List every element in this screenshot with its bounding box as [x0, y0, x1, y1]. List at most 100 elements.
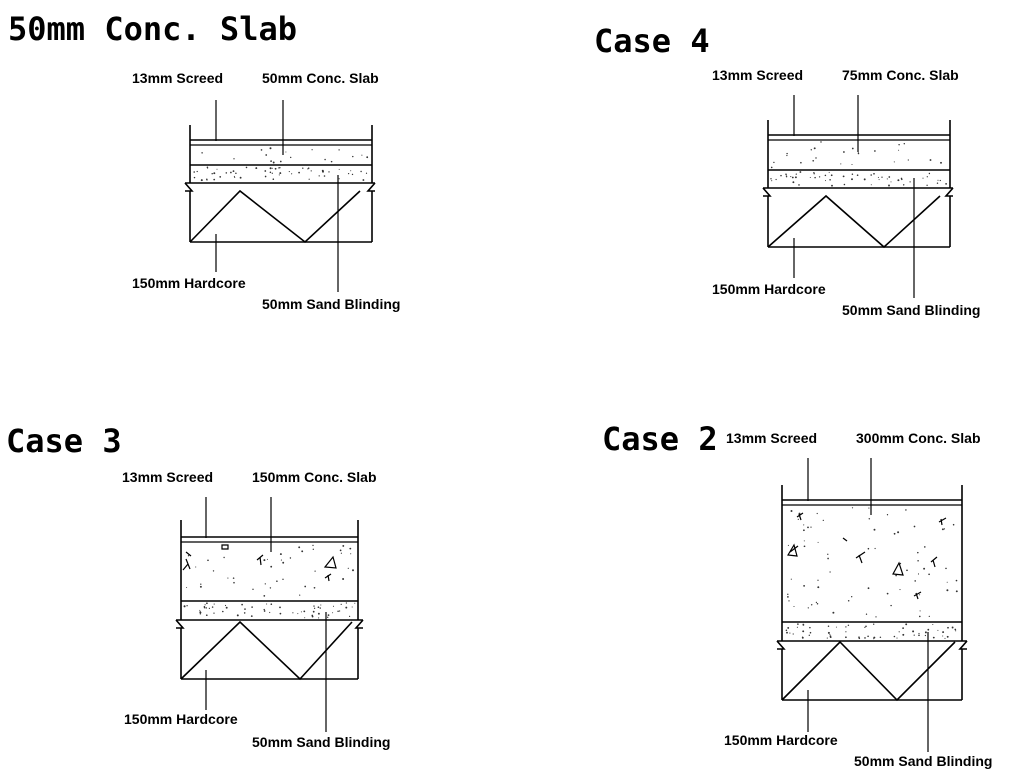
stipple-dot: [864, 626, 866, 629]
stipple-dot: [800, 161, 802, 164]
stipple-dot: [366, 156, 368, 159]
stipple-dot: [263, 608, 265, 611]
stipple-dot: [792, 633, 794, 635]
stipple-dot: [944, 637, 946, 639]
stipple-dot: [945, 183, 947, 185]
stipple-dot: [797, 518, 799, 520]
stipple-dot: [332, 605, 335, 607]
stipple-dot: [794, 176, 797, 179]
stipple-dot: [361, 154, 363, 156]
stipple-dot: [300, 611, 302, 613]
stipple-dot: [313, 607, 316, 609]
stipple-dot: [808, 634, 810, 636]
stipple-dot: [898, 631, 900, 633]
stipple-dot: [232, 577, 235, 579]
stipple-dot: [224, 604, 227, 607]
stipple-dot: [274, 167, 277, 170]
stipple-dot: [319, 607, 321, 609]
stipple-dot: [263, 559, 266, 562]
stipple-dot: [936, 182, 939, 184]
stipple-dot: [897, 531, 900, 534]
panel-case-4: Case 4 13mm Screed 75mm Conc. Slab 150mm…: [594, 22, 980, 318]
concrete-texture: [186, 544, 354, 597]
stipple-dot: [943, 528, 946, 530]
stipple-dot: [864, 637, 866, 639]
stipple-dot: [909, 181, 911, 183]
screed-label: 13mm Screed: [122, 469, 213, 485]
stipple-dot: [847, 600, 850, 602]
stipple-dot: [816, 602, 819, 605]
stipple-dot: [338, 610, 341, 612]
stipple-dot: [928, 172, 931, 175]
stipple-dot: [826, 637, 828, 639]
stipple-dot: [272, 161, 275, 164]
hardcore-zigzag: [189, 189, 361, 244]
stipple-dot: [230, 171, 232, 174]
stipple-dot: [873, 623, 875, 625]
stipple-dot: [225, 172, 228, 174]
stipple-dot: [952, 523, 955, 526]
stipple-dot: [278, 167, 280, 169]
stipple-dot: [269, 171, 272, 174]
stipple-dot: [828, 171, 830, 173]
stipple-dot: [893, 532, 896, 535]
stipple-dot: [317, 612, 320, 615]
stipple-dot: [291, 173, 293, 175]
stipple-dot: [817, 579, 819, 581]
stipple-dot: [255, 167, 258, 170]
stipple-dot: [851, 163, 853, 166]
stipple-dot: [845, 636, 847, 639]
stipple-dot: [213, 172, 216, 175]
concrete-texture: [787, 507, 958, 618]
stipple-dot: [225, 606, 228, 609]
stipple-dot: [843, 151, 845, 153]
stipple-dot: [929, 159, 932, 161]
stipple-dot: [271, 172, 273, 174]
stipple-dot: [824, 180, 827, 182]
stipple-dot: [203, 606, 206, 609]
stipple-dot: [770, 178, 772, 180]
stipple-dot: [183, 605, 186, 608]
stipple-dot: [946, 635, 949, 638]
stipple-dot: [266, 558, 268, 560]
stipple-dot: [345, 602, 348, 604]
stipple-dot: [913, 525, 916, 528]
stipple-dot: [349, 547, 352, 550]
stipple-dot: [350, 553, 352, 555]
hardcore-label: 150mm Hardcore: [712, 281, 826, 297]
blinding-label: 50mm Sand Blinding: [842, 302, 980, 318]
stipple-dot: [924, 634, 927, 637]
stipple-dot: [926, 184, 928, 186]
stipple-dot: [308, 178, 310, 180]
stipple-dot: [955, 630, 957, 632]
stipple-dot: [338, 178, 340, 180]
stipple-dot: [787, 626, 790, 629]
stipple-dot: [790, 510, 793, 512]
stipple-dot: [827, 631, 830, 634]
blinding-label: 50mm Sand Blinding: [262, 296, 400, 312]
stipple-dot: [870, 174, 872, 176]
stipple-dot: [332, 612, 334, 614]
stipple-dot: [835, 626, 837, 628]
stipple-dot: [857, 152, 860, 155]
stipple-dot: [890, 604, 892, 607]
stipple-dot: [905, 509, 907, 511]
stipple-dot: [280, 559, 282, 561]
stipple-dot: [205, 614, 208, 617]
stipple-dot: [893, 635, 896, 638]
hardcore-label: 150mm Hardcore: [724, 732, 838, 748]
stipple-dot: [824, 174, 827, 177]
stipple-dot: [818, 176, 821, 178]
stipple-dot: [303, 610, 306, 613]
stipple-dot: [780, 174, 782, 177]
panel-title: Case 2: [602, 420, 718, 458]
stipple-dot: [245, 166, 248, 169]
stipple-dot: [902, 633, 905, 636]
stipple-dot: [813, 173, 815, 175]
stipple-dot: [797, 623, 799, 625]
stipple-dot: [890, 181, 892, 183]
stipple-dot: [342, 544, 345, 547]
stipple-dot: [851, 173, 854, 175]
stipple-dot: [351, 173, 354, 176]
stipple-dot: [271, 167, 273, 169]
